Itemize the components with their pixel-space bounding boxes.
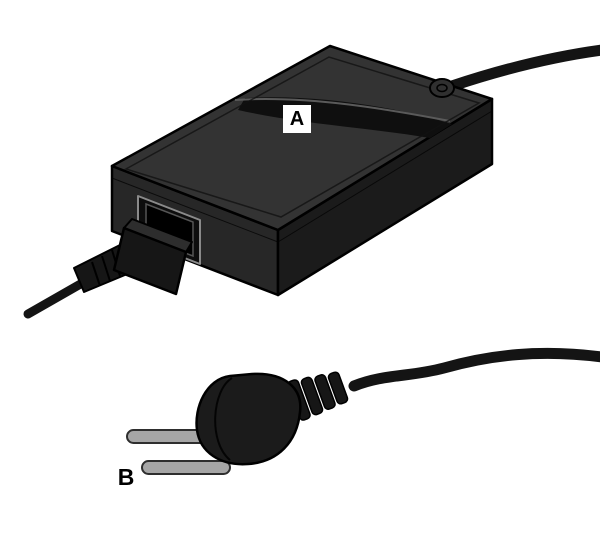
adapter-indicator-dot <box>436 83 448 93</box>
adapter-input-cable <box>23 277 89 319</box>
plug-body <box>195 372 302 466</box>
adapter-end-bevel-line <box>111 177 279 243</box>
adapter-top-face <box>110 44 494 232</box>
adapter-indicator-ring <box>429 78 455 98</box>
plug-neck-rib <box>300 376 324 416</box>
adapter-side-bevel-line <box>277 110 493 243</box>
adapter-output-cable <box>446 44 600 92</box>
adapter-top-bevel-outline <box>124 56 481 218</box>
plug-cable <box>348 347 600 392</box>
plug-neck-rib <box>314 374 336 410</box>
power-adapter-figure <box>23 44 600 319</box>
power-plug-figure <box>126 347 600 475</box>
adapter-input-connector <box>112 226 188 296</box>
plug-label: B <box>117 463 135 490</box>
plug-pin-bottom <box>141 460 231 475</box>
plug-face-edge <box>214 377 233 461</box>
adapter-label: A <box>283 105 311 133</box>
adapter-gloss-highlight <box>234 98 451 122</box>
strain-relief-rib <box>101 255 111 282</box>
plug-neck-rib <box>327 371 349 405</box>
strain-relief-rib <box>91 261 101 287</box>
